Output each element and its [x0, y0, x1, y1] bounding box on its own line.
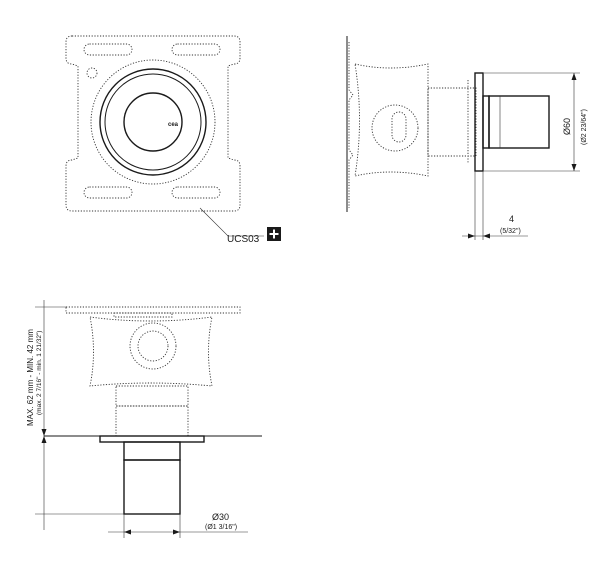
install-valve-body [89, 316, 213, 387]
side-valve-body [354, 63, 429, 177]
knob-diameter-label-inch: (Ø1 3/16") [205, 524, 237, 531]
diameter-label: Ø60 [562, 118, 572, 135]
knob [123, 92, 183, 152]
install-stem [115, 385, 189, 407]
install-knob-neck [123, 441, 181, 461]
depth-label: MAX. 62 mm - MIN. 42 mm [26, 329, 35, 426]
rosette-outer [99, 68, 207, 176]
valve-body-outline [90, 59, 216, 185]
plus-icon [267, 227, 281, 241]
side-port-slot [391, 111, 407, 143]
depth-label-inch: (max. 2 7/16" - min. 1 21/32") [36, 331, 43, 415]
install-rosette [99, 435, 205, 443]
install-port [129, 322, 177, 370]
rosette-inner [104, 73, 202, 171]
side-knob [482, 95, 490, 149]
mounting-hole [86, 67, 98, 79]
side-knob-cap [488, 95, 550, 149]
leader-line [199, 207, 264, 237]
install-top-plate [65, 306, 241, 314]
slot-bottom-left [83, 186, 133, 199]
slot-top-left [83, 43, 133, 56]
rear-plate [348, 42, 354, 208]
ucs-badge-label: UCS03 [227, 234, 260, 245]
front-view: cea UCS03 [65, 35, 281, 245]
offset-label: 4 [509, 214, 514, 224]
logo: cea [168, 122, 179, 128]
offset-label-inch: (5/32") [500, 228, 521, 235]
diameter-label-inch: (Ø2 23/64") [581, 109, 588, 145]
install-knob [123, 459, 181, 515]
side-view: Ø60 (Ø2 23/64") 4 (5/32") [346, 36, 588, 240]
installation-view: MAX. 62 mm - MIN. 42 mm (max. 2 7/16" - … [26, 300, 262, 538]
mounting-plate [65, 35, 241, 212]
slot-bottom-right [171, 186, 221, 199]
slot-top-right [171, 43, 221, 56]
side-port [371, 104, 419, 152]
side-neck [427, 87, 477, 157]
knob-diameter-label: Ø30 [212, 512, 229, 522]
